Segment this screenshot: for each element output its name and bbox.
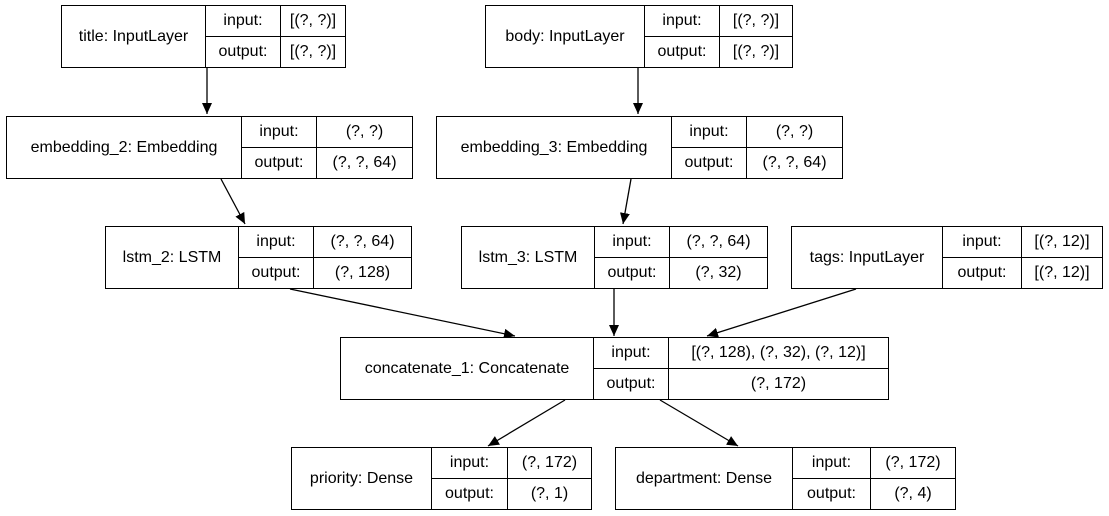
input-shape: (?, 172) bbox=[521, 454, 578, 471]
layer-name: lstm_2: LSTM bbox=[106, 227, 239, 288]
node-body-input: body: InputLayer input: [(?, ?)] output: [… bbox=[485, 5, 793, 68]
input-shape: [(?, 128), (?, 32), (?, 12)] bbox=[691, 344, 866, 361]
output-label: output: bbox=[594, 369, 669, 399]
output-label: output: bbox=[793, 479, 871, 509]
input-label: input: bbox=[672, 117, 747, 147]
output-shape: (?, ?, 64) bbox=[332, 154, 397, 171]
layer-name: embedding_3: Embedding bbox=[437, 117, 672, 178]
output-label: output: bbox=[242, 148, 317, 178]
output-shape: [(?, 12)] bbox=[1034, 264, 1090, 281]
input-label: input: bbox=[206, 6, 281, 36]
layer-name: priority: Dense bbox=[292, 448, 432, 509]
input-shape: [(?, ?)] bbox=[732, 12, 780, 29]
output-label: output: bbox=[239, 258, 314, 288]
input-label: input: bbox=[242, 117, 317, 147]
input-label: input: bbox=[645, 6, 720, 36]
input-shape: (?, ?, 64) bbox=[330, 233, 395, 250]
output-label: output: bbox=[943, 258, 1022, 288]
input-label: input: bbox=[239, 227, 314, 257]
node-priority: priority: Dense input: (?, 172) output: (?… bbox=[291, 447, 592, 510]
edge-lstm_2-to-concatenate_1 bbox=[289, 288, 516, 339]
output-label: output: bbox=[645, 37, 720, 67]
node-embedding-2: embedding_2: Embedding input: (?, ?) outp… bbox=[6, 116, 413, 179]
input-shape: [(?, ?)] bbox=[289, 12, 337, 29]
node-title-input: title: InputLayer input: [(?, ?)] output:… bbox=[61, 5, 346, 68]
node-embedding-3: embedding_3: Embedding input: (?, ?) outp… bbox=[436, 116, 843, 179]
layer-name: concatenate_1: Concatenate bbox=[341, 338, 594, 399]
node-tags-input: tags: InputLayer input: [(?, 12)] output:… bbox=[791, 226, 1103, 289]
input-label: input: bbox=[432, 448, 508, 478]
edge-tags_input-to-concatenate_1 bbox=[706, 288, 857, 338]
input-shape: [(?, 12)] bbox=[1034, 233, 1090, 250]
output-shape: (?, 1) bbox=[530, 485, 569, 502]
input-shape: (?, 172) bbox=[885, 454, 941, 471]
edge-concatenate_1-to-priority bbox=[487, 399, 566, 447]
output-label: output: bbox=[206, 37, 281, 67]
layer-name: department: Dense bbox=[616, 448, 793, 509]
edge-concatenate_1-to-department bbox=[659, 399, 739, 447]
input-label: input: bbox=[943, 227, 1022, 257]
input-shape: (?, ?) bbox=[345, 123, 384, 140]
layer-name: title: InputLayer bbox=[62, 6, 206, 67]
layer-name: embedding_2: Embedding bbox=[7, 117, 242, 178]
layer-name: body: InputLayer bbox=[486, 6, 645, 67]
output-shape: (?, ?, 64) bbox=[762, 154, 827, 171]
output-shape: (?, 4) bbox=[894, 485, 932, 502]
output-label: output: bbox=[672, 148, 747, 178]
output-shape: [(?, ?)] bbox=[732, 43, 780, 60]
node-department: department: Dense input: (?, 172) output:… bbox=[615, 447, 956, 510]
node-lstm-3: lstm_3: LSTM input: (?, ?, 64) output: (?,… bbox=[461, 226, 768, 289]
input-shape: (?, ?) bbox=[775, 123, 814, 140]
node-concatenate-1: concatenate_1: Concatenate input: [(?, 12… bbox=[340, 337, 889, 400]
output-shape: (?, 32) bbox=[695, 264, 742, 281]
layer-name: tags: InputLayer bbox=[792, 227, 943, 288]
edge-embedding_3-to-lstm_3 bbox=[620, 178, 632, 225]
input-label: input: bbox=[595, 227, 670, 257]
output-shape: (?, 172) bbox=[750, 375, 807, 392]
layer-name: lstm_3: LSTM bbox=[462, 227, 595, 288]
input-label: input: bbox=[793, 448, 871, 478]
output-label: output: bbox=[595, 258, 670, 288]
node-lstm-2: lstm_2: LSTM input: (?, ?, 64) output: (?,… bbox=[105, 226, 412, 289]
output-label: output: bbox=[432, 479, 508, 509]
input-shape: (?, ?, 64) bbox=[686, 233, 751, 250]
output-shape: [(?, ?)] bbox=[289, 43, 337, 60]
edge-embedding_2-to-lstm_2 bbox=[220, 178, 246, 225]
output-shape: (?, 128) bbox=[334, 264, 391, 281]
input-label: input: bbox=[594, 338, 669, 368]
